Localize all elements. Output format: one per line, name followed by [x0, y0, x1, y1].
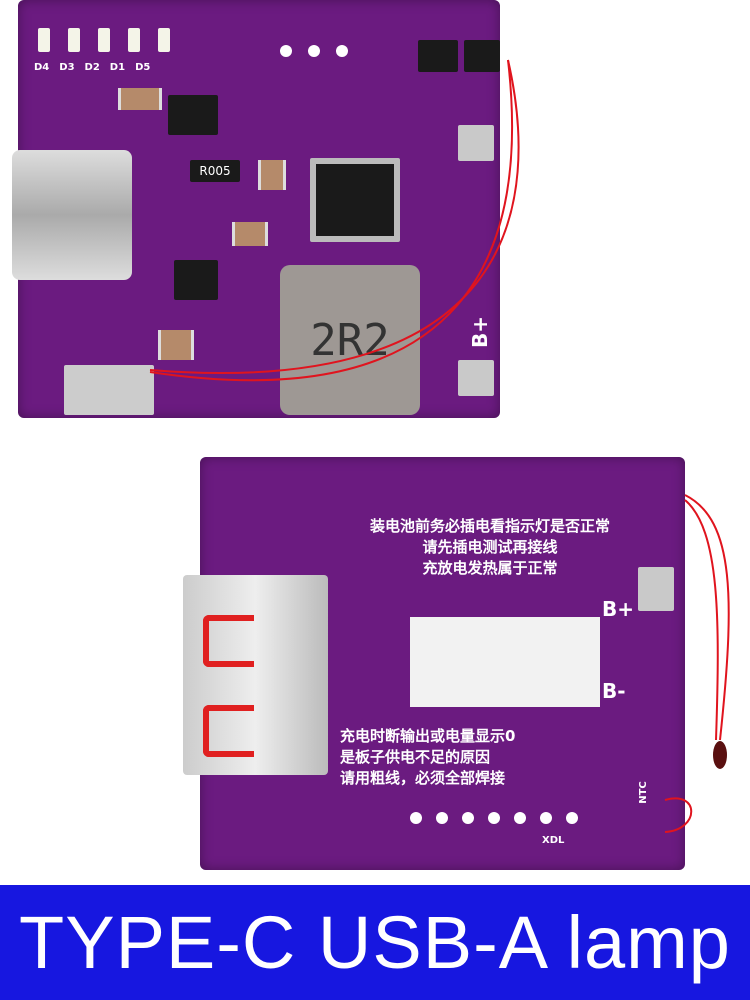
via-hole [308, 45, 320, 57]
notice-line: 充电时断输出或电量显示0 [340, 727, 516, 745]
resistor-label: R005 [199, 164, 231, 178]
usb-a-port [183, 575, 328, 775]
led [38, 28, 50, 52]
usb-a-contact [203, 615, 254, 667]
led-label: D3 [59, 62, 75, 73]
ic-top-right [464, 40, 500, 72]
led [68, 28, 80, 52]
header-pins [410, 812, 578, 824]
pin-hole [514, 812, 526, 824]
capacitor [118, 88, 162, 110]
notice-line: 充放电发热属于正常 [422, 559, 558, 577]
pin-hole [566, 812, 578, 824]
sense-resistor: R005 [190, 160, 240, 182]
led-label: D2 [84, 62, 100, 73]
via-hole [336, 45, 348, 57]
pin-hole [436, 812, 448, 824]
notice-bottom: 充电时断输出或电量显示0 是板子供电不足的原因 请用粗线，必须全部焊接 [340, 725, 515, 788]
switch [64, 365, 154, 415]
pin-hole [488, 812, 500, 824]
pin-hole [540, 812, 552, 824]
capacitor [158, 330, 194, 360]
led-label: D5 [135, 62, 151, 73]
notice-line: 请先插电测试再接线 [422, 538, 558, 556]
led [98, 28, 110, 52]
capacitor [232, 222, 268, 246]
notice-line: 装电池前务必插电看指示灯是否正常 [369, 517, 610, 535]
notice-line: 请用粗线，必须全部焊接 [340, 769, 506, 787]
thermistor-wire [149, 59, 730, 833]
led-label: D4 [34, 62, 50, 73]
pin-hole [410, 812, 422, 824]
main-ic [310, 158, 400, 242]
banner-text: TYPE-C USB-A lamp [19, 901, 731, 984]
pin-hole [462, 812, 474, 824]
notice-top: 装电池前务必插电看指示灯是否正常 请先插电测试再接线 充放电发热属于正常 [300, 515, 680, 578]
usb-a-contact [203, 705, 254, 757]
led [128, 28, 140, 52]
white-label-area [410, 617, 600, 707]
led-row [38, 28, 170, 52]
bminus-label: B- [602, 679, 626, 703]
ic-top-right [418, 40, 458, 72]
led [158, 28, 170, 52]
led-labels: D4 D3 D2 D1 D5 [34, 62, 150, 73]
xdl-label: XDL [542, 835, 565, 846]
notice-line: 是板子供电不足的原因 [340, 748, 491, 766]
usb-c-port [12, 150, 132, 280]
battery-plus-pad [638, 567, 674, 611]
inductor: 2R2 [280, 265, 420, 415]
inductor-label: 2R2 [310, 314, 390, 366]
mosfet [168, 95, 218, 135]
product-banner: TYPE-C USB-A lamp [0, 885, 750, 1000]
led-label: D1 [109, 62, 126, 73]
top-pcb-board: D4 D3 D2 D1 D5 R005 2R2 B+ [12, 0, 500, 418]
battery-minus-pad [458, 125, 494, 161]
battery-plus-pad [458, 360, 494, 396]
via-hole [280, 45, 292, 57]
bplus-label: B+ [602, 597, 635, 621]
mosfet [174, 260, 218, 300]
capacitor [258, 160, 286, 190]
